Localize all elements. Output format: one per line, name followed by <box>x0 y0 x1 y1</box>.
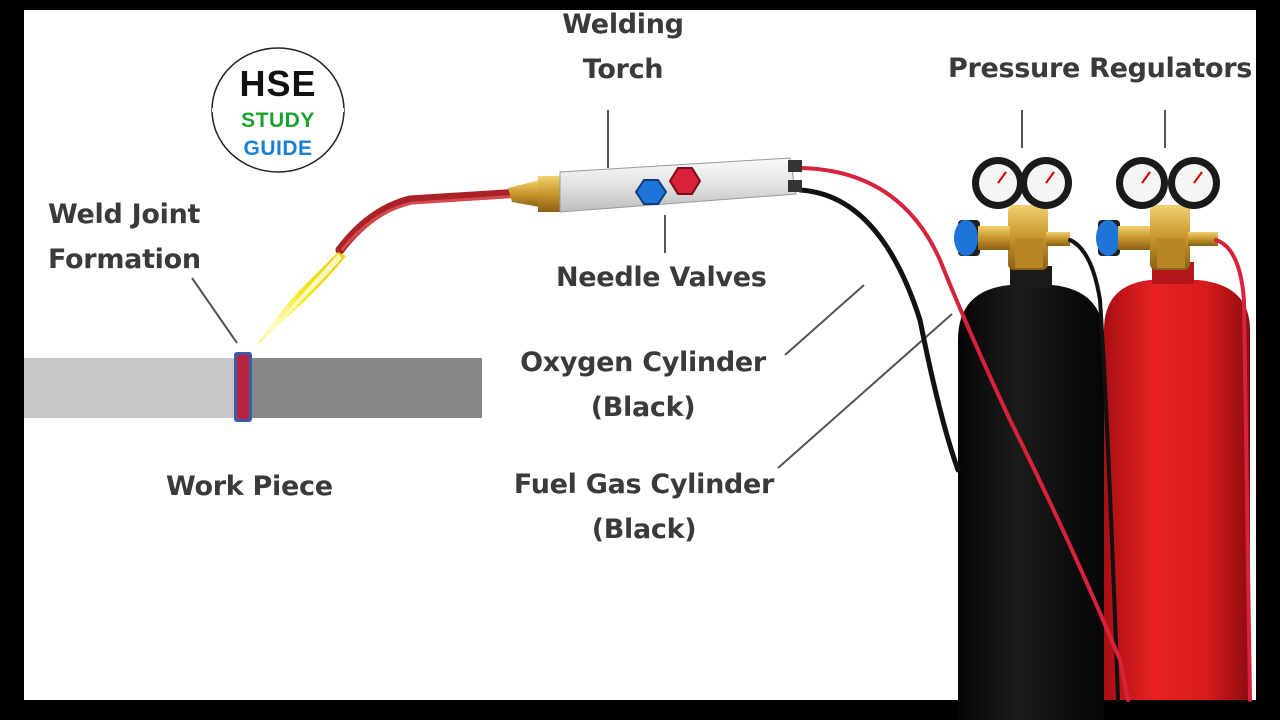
work-piece <box>24 352 482 422</box>
label-fuel-gas-cylinder-line1: Fuel Gas Cylinder <box>513 469 775 500</box>
leader-oxygen-cylinder <box>784 284 865 356</box>
label-pressure-regulators: Pressure Regulators <box>948 53 1253 84</box>
needle-valve-red <box>668 167 702 195</box>
hse-study-guide-logo: HSE STUDY GUIDE <box>211 49 345 172</box>
label-welding-torch-line2: Torch <box>582 54 664 85</box>
label-weld-joint-line2: Formation <box>48 244 201 275</box>
gas-hoses <box>797 166 1252 702</box>
label-work-piece: Work Piece <box>166 471 333 502</box>
hse-logo-badge <box>211 47 345 173</box>
leader-weld-joint <box>191 277 238 344</box>
label-oxygen-cylinder-line1: Oxygen Cylinder <box>520 347 766 378</box>
red-hose <box>798 166 1130 702</box>
label-needle-valves: Needle Valves <box>556 262 767 293</box>
logo-text-hse: HSE <box>239 63 317 104</box>
welding-torch <box>335 157 802 255</box>
label-welding-torch: Welding Torch <box>548 2 698 92</box>
page-title: Gas Welding Safety <box>46 606 868 695</box>
label-weld-joint-line1: Weld Joint <box>48 199 201 230</box>
logo-text-guide: GUIDE <box>243 137 313 160</box>
label-fuel-gas-cylinder: Fuel Gas Cylinder (Black) <box>506 462 782 552</box>
black-hose <box>797 187 961 473</box>
label-welding-torch-line1: Welding <box>562 9 684 40</box>
pressure-regulator-left <box>954 157 1072 270</box>
label-oxygen-cylinder-line2: (Black) <box>590 392 696 423</box>
label-fuel-gas-cylinder-line2: (Black) <box>591 514 697 545</box>
logo-text-study: STUDY <box>241 109 315 132</box>
needle-valve-blue <box>634 179 668 205</box>
pressure-regulator-right <box>1096 157 1220 270</box>
red-hose-regulator <box>1214 238 1252 702</box>
black-hose-regulator <box>1068 238 1120 702</box>
label-weld-joint-formation: Weld Joint Formation <box>48 192 201 282</box>
flame <box>256 252 346 346</box>
label-oxygen-cylinder: Oxygen Cylinder (Black) <box>512 340 774 430</box>
fuel-gas-cylinder-red <box>1104 262 1250 700</box>
oxygen-cylinder-black <box>958 266 1104 720</box>
